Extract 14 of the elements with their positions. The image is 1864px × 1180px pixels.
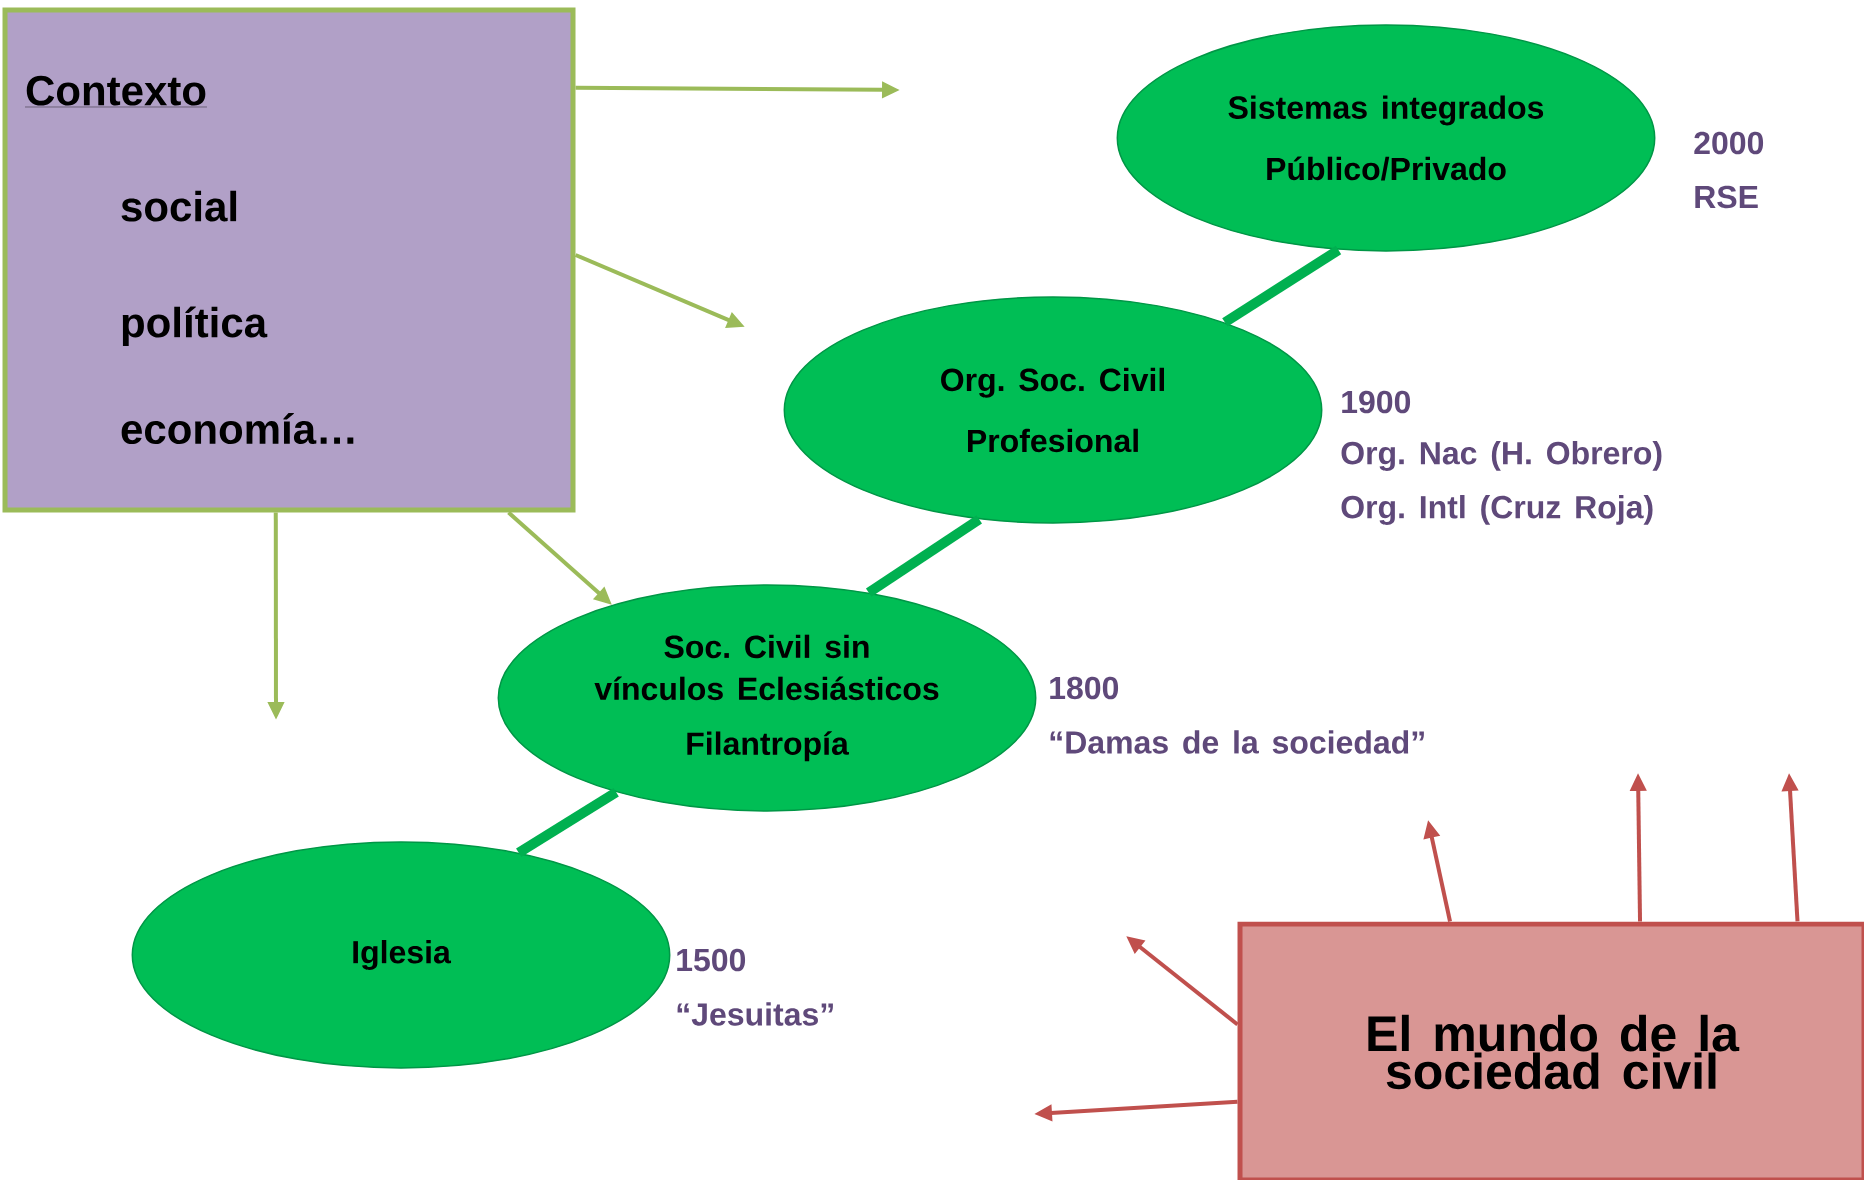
note-label: Org. Intl (Cruz Roja) xyxy=(1341,495,1653,525)
title-box: El mundo de la sociedad civil xyxy=(1237,921,1864,1180)
year-label: 1900 xyxy=(1342,390,1411,414)
connector-line xyxy=(865,515,982,597)
year-label: 1800 xyxy=(1050,676,1119,700)
year-label: 1500 xyxy=(677,948,746,972)
note-label: “Damas de la sociedad” xyxy=(1050,730,1424,754)
connector-line xyxy=(1222,245,1342,327)
year-label: 2000 xyxy=(1694,131,1764,155)
context-box: Contexto social política economía… xyxy=(2,7,576,513)
note-label: “Jesuitas” xyxy=(677,1002,833,1026)
connector-line xyxy=(516,788,619,857)
note-label: RSE xyxy=(1695,185,1758,209)
note-label: Org. Nac (H. Obrero) xyxy=(1341,441,1662,471)
